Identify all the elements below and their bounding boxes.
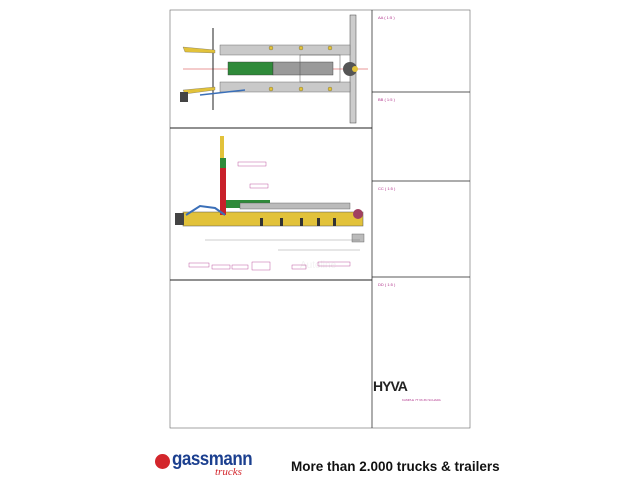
tagline: More than 2.000 trucks & trailers <box>291 459 500 474</box>
hook-arm <box>220 160 226 215</box>
section-label-dd: DD ( 1:5 ) <box>378 282 396 287</box>
footer-banner <box>0 440 640 480</box>
watermark: Autoline <box>300 260 337 271</box>
logo-word: gassmann <box>172 447 253 470</box>
green-cylinder <box>227 61 274 76</box>
drawing-svg: Autoline <box>169 9 471 429</box>
side-view: Autoline <box>175 136 365 271</box>
top-view <box>180 14 368 124</box>
section-label-bb: BB ( 1:5 ) <box>378 97 395 102</box>
logo-subtitle: trucks <box>215 466 242 478</box>
globe-icon <box>155 454 170 469</box>
section-label-cc: CC ( 1:5 ) <box>378 186 396 191</box>
section-label-aa: AA ( 1:5 ) <box>378 15 395 20</box>
gassmann-logo[interactable]: gassmann trucks <box>155 448 255 482</box>
technical-drawing-sheet: Autoline <box>169 9 471 429</box>
hyva-logo: HYVA <box>373 378 408 394</box>
title-block-description: KAMPLE 7T 66 ZN SCHARA <box>402 398 441 402</box>
